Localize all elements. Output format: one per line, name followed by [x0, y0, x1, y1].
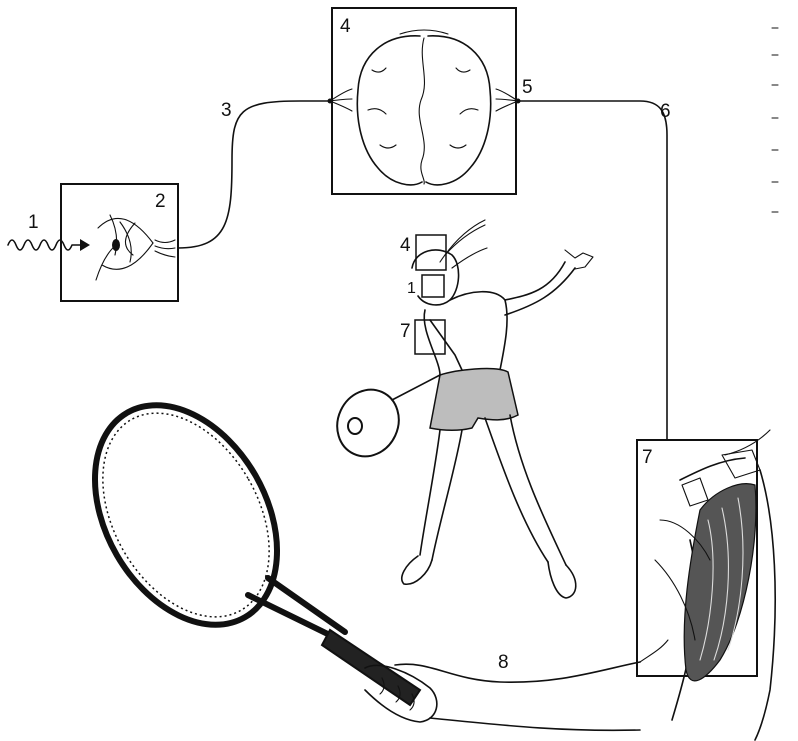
forearm-lower — [429, 717, 641, 732]
player-eye-box — [421, 274, 445, 298]
brain-box: 4 — [327, 7, 521, 195]
arm-nerve-line — [639, 639, 669, 663]
label-1: 1 — [28, 212, 39, 233]
brain-right-nerve-fan — [495, 88, 521, 112]
brain-box-frame — [331, 7, 517, 195]
label-2: 2 — [155, 191, 166, 212]
player-shorts — [429, 367, 519, 432]
large-tennis-racket — [92, 402, 438, 723]
player-racket-head — [336, 388, 400, 458]
player-arm-box — [414, 319, 446, 355]
racket-grip — [320, 628, 422, 707]
label-8: 8 — [498, 652, 509, 673]
label-7: 7 — [642, 447, 653, 468]
label-3: 3 — [221, 100, 232, 121]
label-6: 6 — [660, 101, 671, 122]
stimulus-arrow-head — [80, 239, 90, 251]
muscle-box: 7 — [636, 429, 776, 741]
efferent-nerve-line — [517, 100, 668, 441]
player-label-7: 7 — [400, 321, 411, 342]
stimulus-wave — [7, 239, 81, 251]
eye-icon — [95, 214, 176, 281]
player-label-4: 4 — [400, 235, 411, 256]
player-label-1: 1 — [407, 280, 416, 297]
muscle-icon — [654, 429, 776, 741]
player-head-box — [415, 234, 447, 271]
edge-ticks — [771, 27, 779, 213]
label-4: 4 — [340, 16, 351, 37]
afferent-nerve-line — [177, 100, 331, 249]
brain-icon — [356, 29, 492, 186]
eye-box-frame — [60, 183, 179, 302]
forearm-upper — [394, 661, 641, 683]
stimulus-group: 1 — [7, 212, 90, 251]
tennis-player-figure: 4 1 7 — [336, 219, 594, 599]
eye-box: 2 — [60, 183, 179, 302]
brain-left-nerve-fan — [327, 88, 353, 112]
label-5: 5 — [522, 77, 533, 98]
